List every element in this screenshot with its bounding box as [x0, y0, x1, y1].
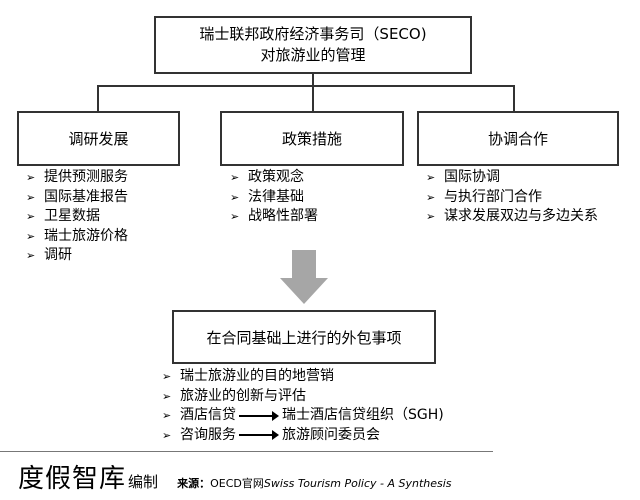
- bullet-arrow-icon: ➢: [162, 428, 172, 442]
- bullet-arrow-icon: ➢: [26, 210, 36, 223]
- list-item: ➢酒店信贷 瑞士酒店信贷组织（SGH): [160, 406, 444, 426]
- column-box-policy: 政策措施: [220, 111, 404, 166]
- list-item: ➢与执行部门合作: [424, 188, 598, 208]
- list-item: ➢政策观念: [228, 168, 318, 188]
- connector-root-down: [312, 74, 314, 86]
- bullet-arrow-icon: ➢: [426, 210, 436, 223]
- column-box-research: 调研发展: [17, 111, 180, 166]
- policy-list: ➢政策观念 ➢法律基础 ➢战略性部署: [228, 168, 318, 227]
- list-item: ➢瑞士旅游业的目的地营销: [160, 367, 444, 387]
- list-item: ➢提供预测服务: [24, 168, 128, 188]
- bullet-arrow-icon: ➢: [26, 190, 36, 204]
- list-item: ➢旅游业的创新与评估: [160, 387, 444, 407]
- research-list: ➢提供预测服务 ➢国际基准报告 ➢卫星数据 ➢瑞士旅游价格 ➢调研: [24, 168, 128, 266]
- bullet-arrow-icon: ➢: [230, 190, 240, 204]
- bullet-arrow-icon: ➢: [426, 171, 436, 184]
- bullet-arrow-icon: ➢: [162, 409, 172, 422]
- footer-divider: [0, 451, 493, 452]
- bullet-arrow-icon: ➢: [26, 249, 36, 262]
- connector-horizontal: [97, 85, 515, 87]
- root-box: 瑞士联邦政府经济事务司（SECO) 对旅游业的管理: [154, 16, 472, 74]
- bullet-arrow-icon: ➢: [26, 229, 36, 243]
- source-org: OECD官网: [210, 477, 264, 490]
- column-title-coordination: 协调合作: [487, 130, 548, 148]
- down-arrow-icon: [280, 250, 328, 304]
- connector-col3: [513, 85, 515, 111]
- list-item: ➢瑞士旅游价格: [24, 227, 128, 247]
- list-item: ➢国际协调: [424, 168, 598, 188]
- outsourcing-title: 在合同基础上进行的外包事项: [206, 328, 402, 347]
- source-title: Swiss Tourism Policy - A Synthesis: [263, 477, 452, 490]
- list-item: ➢咨询服务 旅游顾问委员会: [160, 426, 444, 446]
- right-arrow-icon: [239, 430, 279, 441]
- list-item: ➢谋求发展双边与多边关系: [424, 207, 598, 227]
- bullet-arrow-icon: ➢: [26, 171, 36, 184]
- outsourcing-box: 在合同基础上进行的外包事项: [172, 310, 436, 364]
- bullet-arrow-icon: ➢: [230, 210, 240, 223]
- bullet-arrow-icon: ➢: [162, 370, 172, 383]
- root-title-line1: 瑞士联邦政府经济事务司（SECO): [199, 25, 427, 43]
- brand-suffix: 编制: [128, 473, 159, 491]
- list-item: ➢法律基础: [228, 188, 318, 208]
- coordination-list: ➢国际协调 ➢与执行部门合作 ➢谋求发展双边与多边关系: [424, 168, 598, 227]
- list-item: ➢国际基准报告: [24, 188, 128, 208]
- bullet-arrow-icon: ➢: [426, 190, 436, 204]
- root-title-line2: 对旅游业的管理: [260, 46, 366, 64]
- outsourcing-list: ➢瑞士旅游业的目的地营销 ➢旅游业的创新与评估 ➢酒店信贷 瑞士酒店信贷组织（S…: [160, 367, 444, 445]
- bullet-arrow-icon: ➢: [162, 389, 172, 403]
- column-title-policy: 政策措施: [281, 130, 342, 148]
- brand-name: 度假智库: [18, 464, 127, 494]
- column-box-coordination: 协调合作: [417, 111, 619, 166]
- bullet-arrow-icon: ➢: [230, 171, 240, 184]
- list-item: ➢卫星数据: [24, 207, 128, 227]
- connector-col1: [97, 85, 99, 111]
- column-title-research: 调研发展: [68, 130, 129, 148]
- list-item: ➢调研: [24, 246, 128, 266]
- right-arrow-icon: [239, 410, 279, 421]
- connector-col2: [312, 85, 314, 111]
- list-item: ➢战略性部署: [228, 207, 318, 227]
- source-label: 来源：: [177, 477, 211, 490]
- footer: 度假智库编制 来源：OECD官网Swiss Tourism Policy - A…: [18, 458, 452, 495]
